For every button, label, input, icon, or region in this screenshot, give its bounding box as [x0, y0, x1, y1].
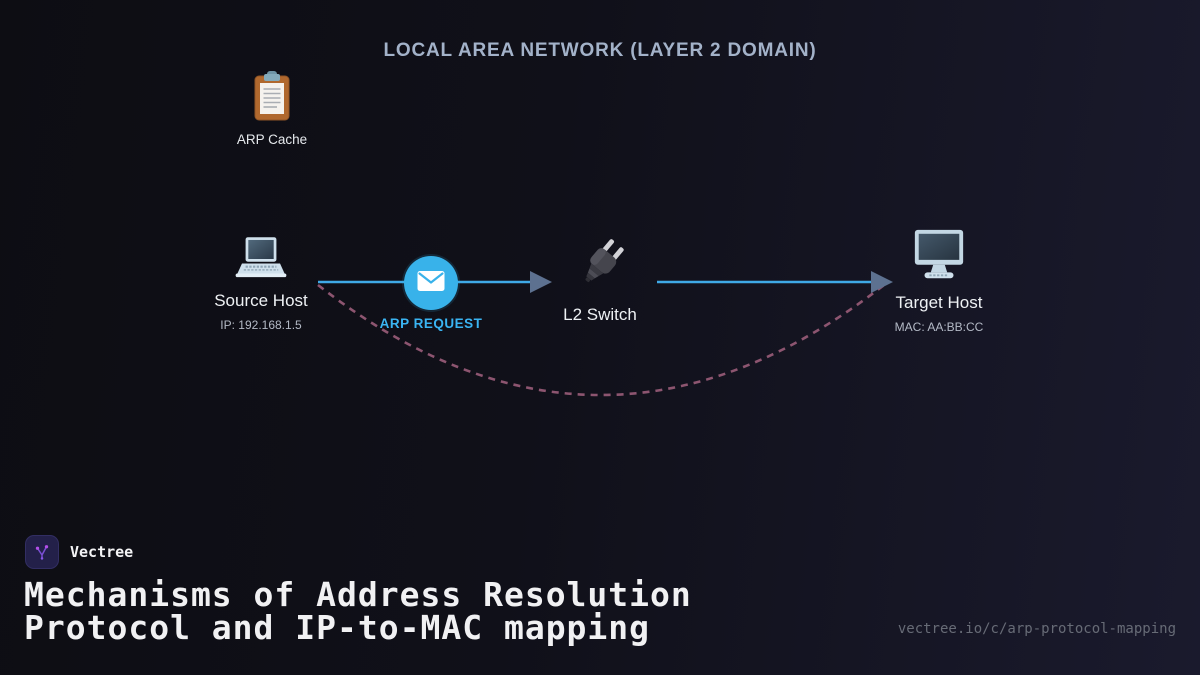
target-host-label: Target Host — [895, 293, 983, 312]
node-source-host: Source Host IP: 192.168.1.5 — [191, 236, 331, 332]
laptop-icon — [191, 236, 331, 282]
footer: Vectree Mechanisms of Address Resolution… — [0, 535, 1200, 675]
node-target-host: Target Host MAC: AA:BB:CC — [869, 228, 1009, 334]
arp-request-label: ARP REQUEST — [379, 316, 483, 331]
brand-name: Vectree — [70, 543, 134, 561]
switch-to-target-arrowhead — [871, 271, 893, 293]
source-to-switch-arrowhead — [530, 271, 552, 293]
source-host-label: Source Host — [214, 291, 308, 310]
page-title-line1: Mechanisms of Address Resolution — [24, 575, 692, 614]
brand-row: Vectree — [25, 535, 133, 569]
arp-request-bubble — [404, 256, 458, 310]
l2-switch-label: L2 Switch — [563, 305, 637, 324]
arp-reply-dashed-curve — [317, 283, 885, 397]
node-arp-cache: ARP Cache — [222, 70, 322, 147]
vectree-logo-icon — [25, 535, 59, 569]
node-arp-request: ARP REQUEST — [380, 256, 482, 331]
target-host-mac: MAC: AA:BB:CC — [894, 320, 984, 334]
monitor-icon — [869, 228, 1009, 284]
arp-cache-label: ARP Cache — [236, 132, 308, 147]
clipboard-icon — [222, 70, 322, 122]
footer-url: vectree.io/c/arp-protocol-mapping — [897, 621, 1176, 637]
envelope-icon — [416, 269, 446, 298]
lan-domain-title: LOCAL AREA NETWORK (LAYER 2 DOMAIN) — [383, 40, 817, 61]
page-title-line2: Protocol and IP-to-MAC mapping — [24, 608, 651, 647]
node-l2-switch: L2 Switch — [540, 234, 660, 325]
source-host-ip: IP: 192.168.1.5 — [220, 318, 302, 332]
plug-icon — [540, 234, 660, 296]
